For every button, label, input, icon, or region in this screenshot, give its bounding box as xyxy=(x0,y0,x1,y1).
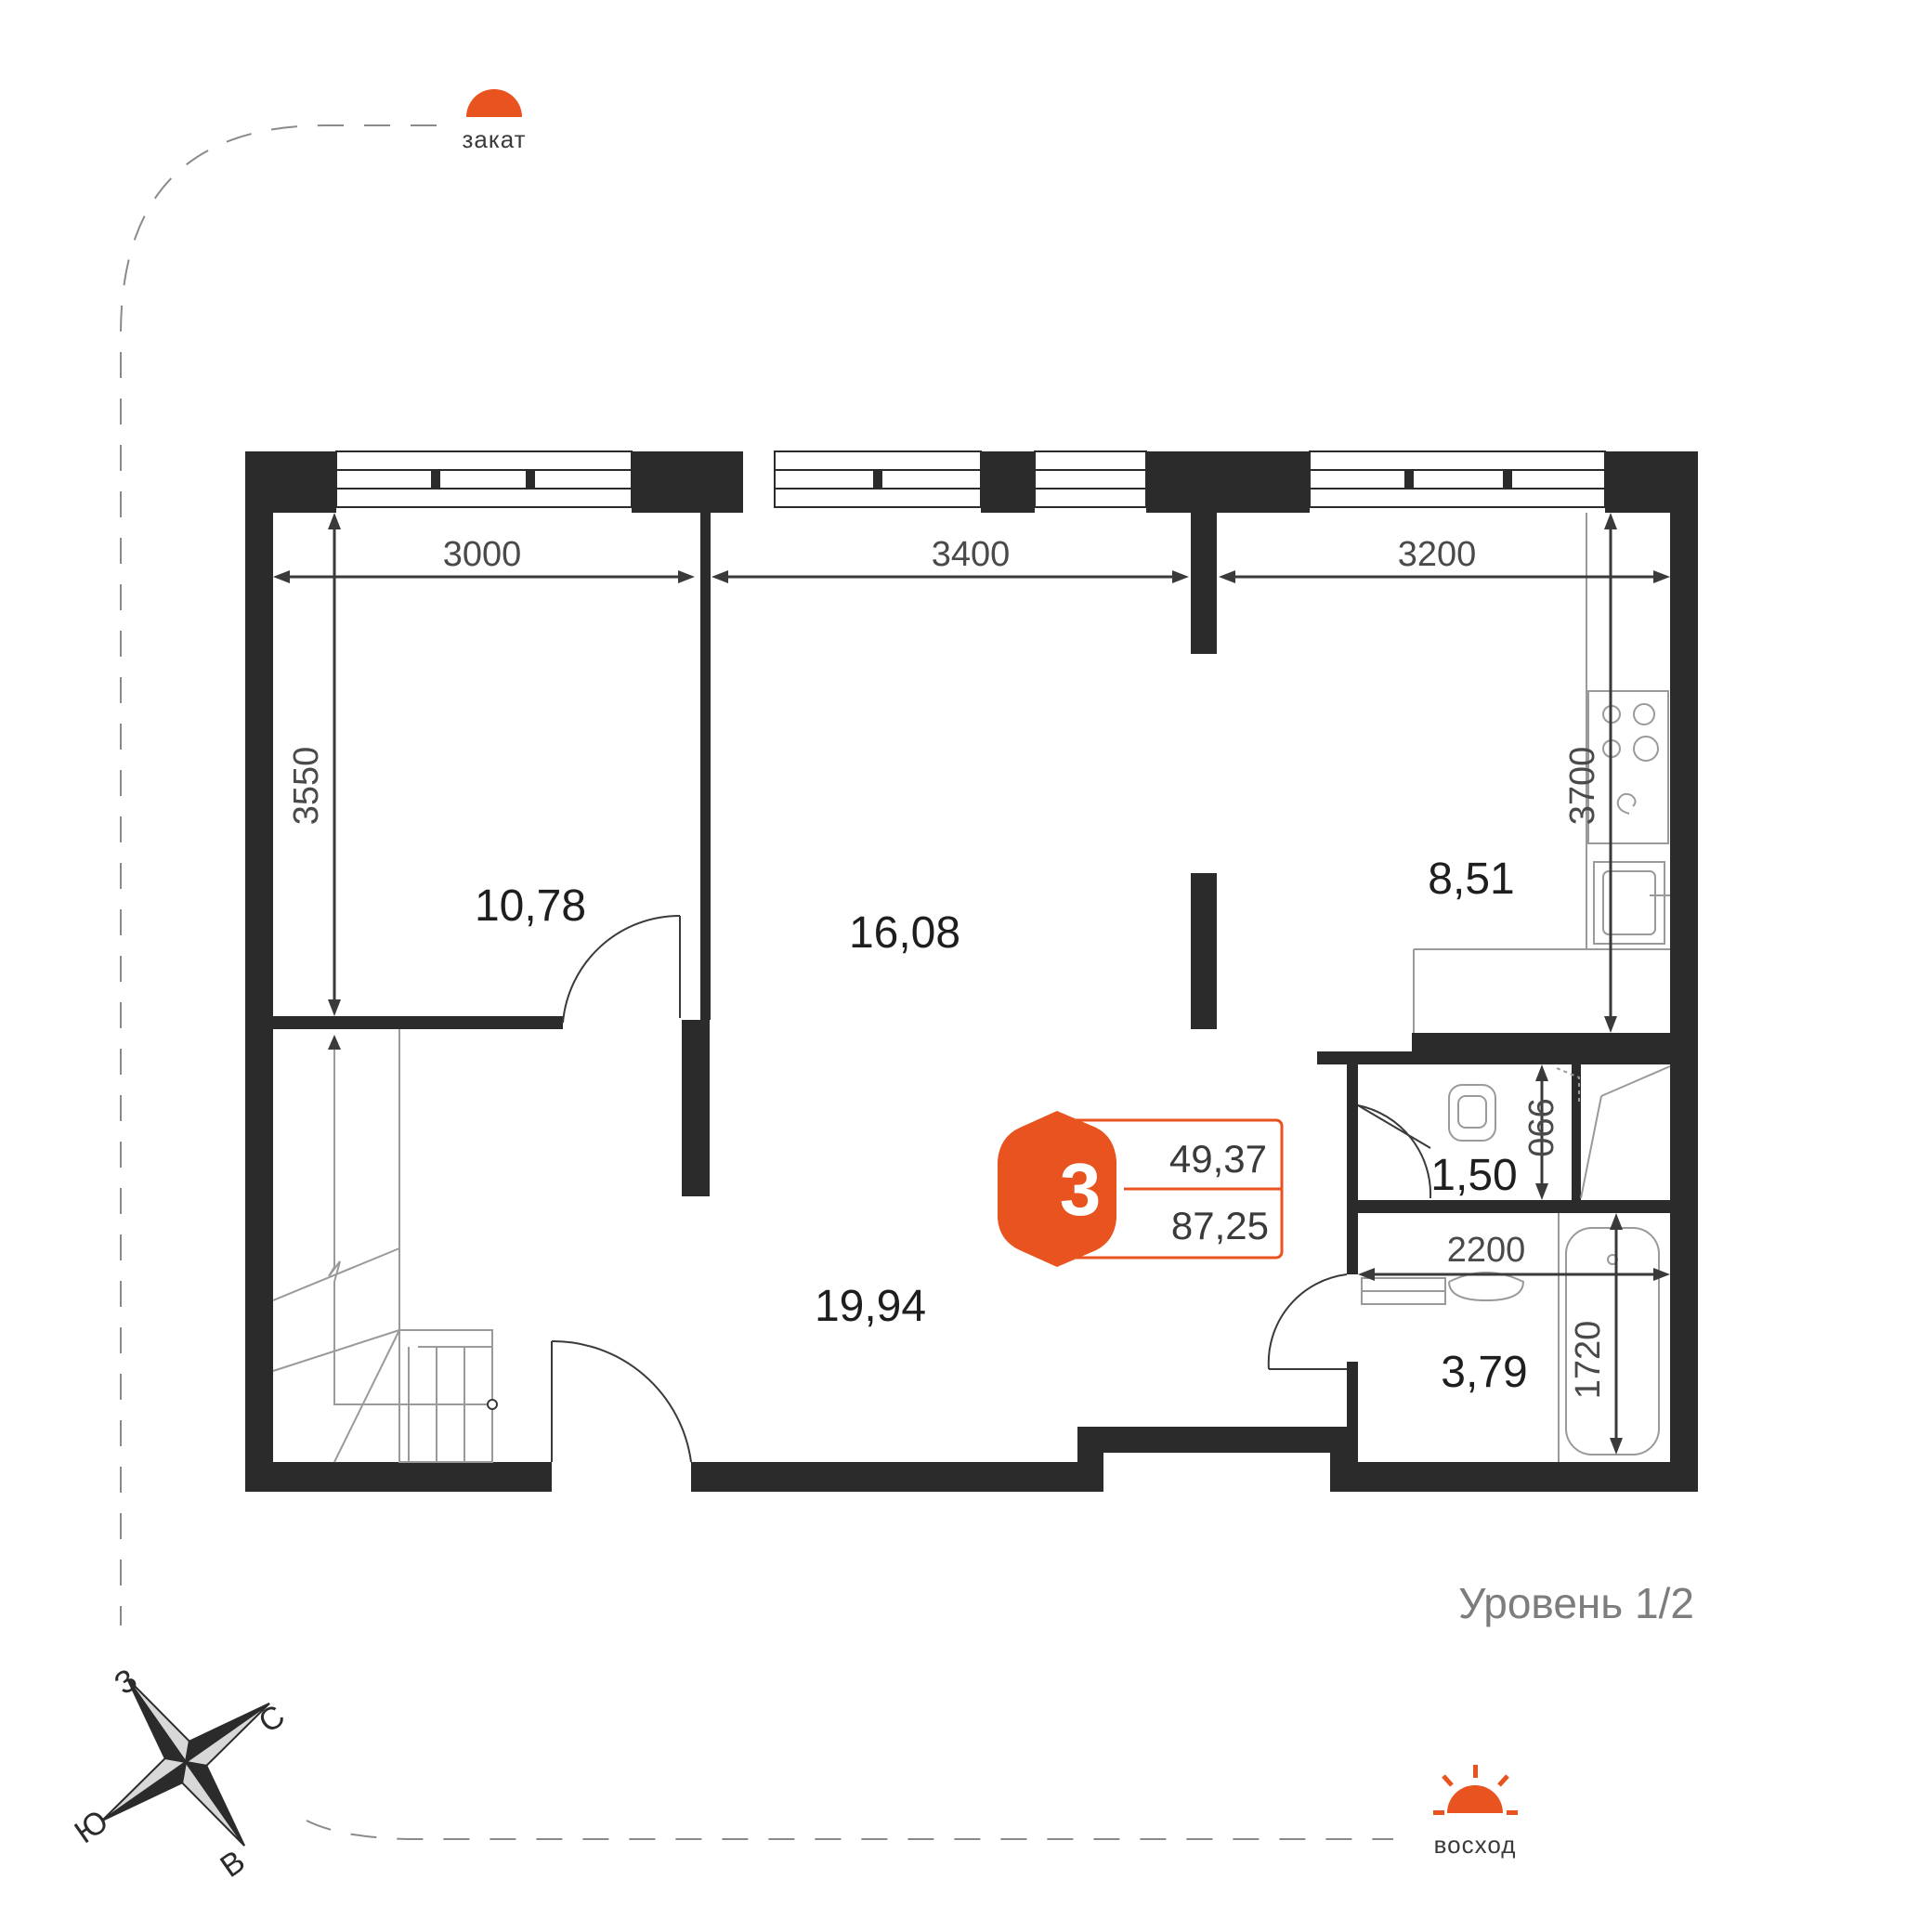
bath-door xyxy=(1267,1273,1348,1370)
window-2 xyxy=(774,450,982,508)
window-4 xyxy=(1309,450,1606,508)
compass-star-icon xyxy=(101,1677,270,1847)
area-wc: 1,50 xyxy=(1430,1151,1517,1200)
area-bedroom: 10,78 xyxy=(475,881,586,931)
area-hall: 19,94 xyxy=(815,1282,926,1331)
compass-north: С xyxy=(253,1698,292,1740)
wc-door xyxy=(1357,1104,1432,1199)
apartment-badge: 3 49,37 87,25 xyxy=(998,1111,1284,1267)
sunset-icon xyxy=(466,89,522,117)
sink-icon xyxy=(1593,861,1665,945)
compass-east: В xyxy=(214,1844,251,1885)
wc-fixtures xyxy=(1448,1065,1671,1199)
dim-room1-depth: 3550 xyxy=(287,747,326,826)
dim-bath-width: 2200 xyxy=(1447,1231,1526,1270)
badge-total-area: 87,25 xyxy=(1171,1204,1269,1247)
compass-rose: З С Ю В xyxy=(69,1662,292,1885)
sunset-label: закат xyxy=(462,125,526,153)
staircase xyxy=(272,1029,498,1463)
stair-arrow xyxy=(328,1035,341,1050)
bedroom-door xyxy=(562,914,681,1024)
window-1 xyxy=(335,450,633,508)
kitchen-fixtures xyxy=(1413,513,1670,1033)
dim-kitchen-depth: 3700 xyxy=(1563,747,1602,826)
dim-wc-depth: 990 xyxy=(1521,1098,1560,1156)
windows xyxy=(335,450,1606,508)
badge-rooms: 3 xyxy=(1060,1148,1102,1231)
dim-kitchen-width: 3200 xyxy=(1398,535,1477,574)
badge-living-area: 49,37 xyxy=(1169,1137,1267,1181)
area-living: 16,08 xyxy=(849,908,960,958)
entrance-door xyxy=(551,1339,692,1463)
stove-icon xyxy=(1587,690,1669,844)
compass-south: Ю xyxy=(69,1803,115,1850)
doors xyxy=(551,914,1432,1463)
walls xyxy=(245,451,1698,1492)
washbasin-icon xyxy=(1448,1272,1525,1302)
toilet-icon xyxy=(1448,1084,1496,1142)
level-label: Уровень 1/2 xyxy=(1458,1579,1694,1627)
dim-room1-width: 3000 xyxy=(443,535,522,574)
site-path xyxy=(120,124,437,1625)
dimension-lines xyxy=(273,513,1670,1455)
dim-room2-width: 3400 xyxy=(932,535,1011,574)
site-path-bottom xyxy=(306,1820,1393,1840)
dim-bath-depth: 1720 xyxy=(1569,1321,1608,1400)
area-bath: 3,79 xyxy=(1441,1348,1527,1397)
sunset-marker: закат xyxy=(462,89,526,153)
sunrise-label: восход xyxy=(1434,1831,1517,1859)
sunrise-marker: восход xyxy=(1433,1765,1518,1859)
window-3 xyxy=(1034,450,1147,508)
area-kitchen: 8,51 xyxy=(1428,855,1514,904)
sunrise-icon xyxy=(1433,1765,1518,1815)
